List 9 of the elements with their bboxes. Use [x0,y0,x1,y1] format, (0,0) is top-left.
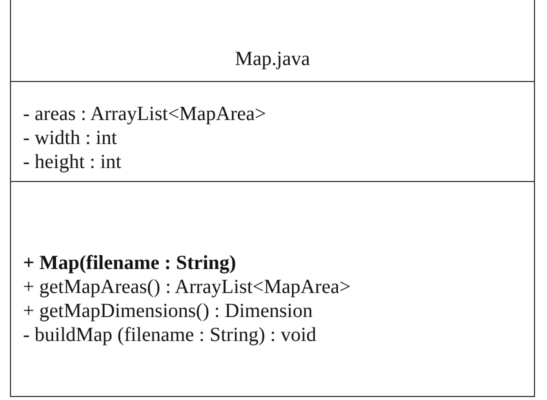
class-box [10,0,535,397]
method-text: + getMapDimensions() : Dimension [23,299,313,323]
method-text: + Map(filename : String) [23,251,236,275]
attribute-text: - areas : ArrayList<MapArea> [23,102,266,126]
class-name: Map.java [234,48,311,71]
attribute-text: - height : int [23,150,122,174]
method-text: - buildMap (filename : String) : void [23,323,316,347]
method-text: + getMapAreas() : ArrayList<MapArea> [23,275,351,299]
attribute-text: - width : int [23,126,117,150]
